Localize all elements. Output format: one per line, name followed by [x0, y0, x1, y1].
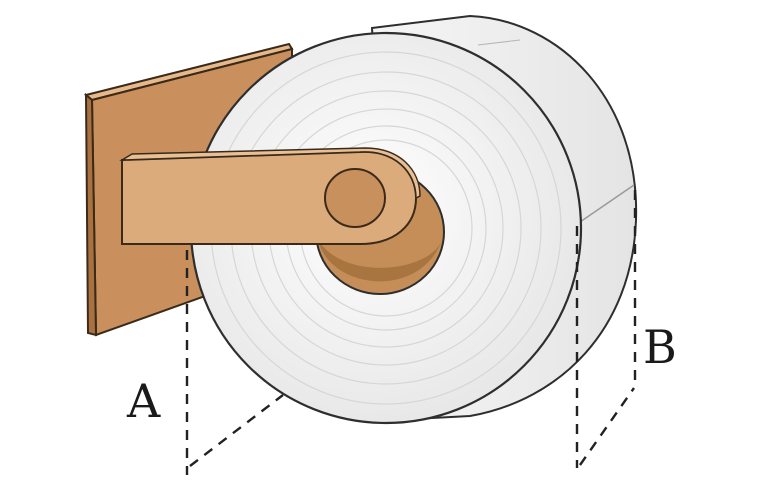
holder-arm [119, 147, 421, 245]
guide-a-diagonal [189, 394, 284, 467]
label-a: A [127, 374, 161, 428]
dimension-guides [185, 190, 637, 475]
label-b: B [643, 320, 677, 374]
guide-b-diagonal [579, 387, 635, 466]
